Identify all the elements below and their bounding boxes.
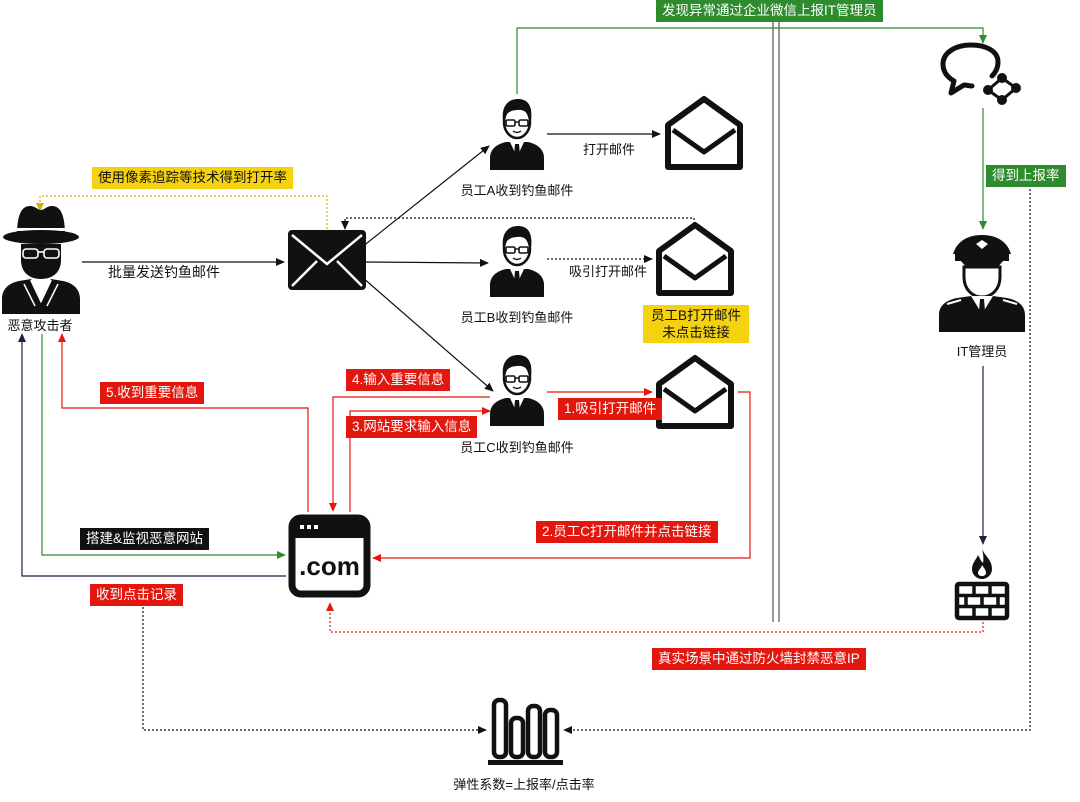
edge-firewall-block [325,602,984,633]
pixel-tracking-label: 使用像素追踪等技术得到打开率 [92,167,293,189]
employee-a-label: 员工A收到钓鱼邮件 [460,183,574,198]
build-site-label: 搭建&监视恶意网站 [80,528,210,550]
attacker-label: 恶意攻击者 [7,318,73,333]
envelope-open-c-icon [659,358,731,426]
lure-open-label: 吸引打开邮件 [569,264,648,279]
bulk-send-label: 批量发送钓鱼邮件 [108,264,220,280]
step5-label: 5.收到重要信息 [100,382,205,404]
click-record-label: 收到点击记录 [90,584,183,606]
edge-build-site [41,334,286,560]
firewall-block-label: 真实场景中通过防火墙封禁恶意IP [652,648,866,670]
edge-click-record [17,333,286,577]
step1-label: 1.吸引打开邮件 [558,398,663,420]
firewall-icon [954,548,1010,621]
step4-label: 4.输入重要信息 [346,369,451,391]
employee-b-status-line2: 未点击链接 [662,325,730,340]
edge-step4 [328,396,490,512]
employee-a-icon [488,97,546,172]
edge-step2 [372,391,751,563]
edge-report-wechat [516,27,988,94]
edge-step3 [349,406,491,512]
envelope-open-a-icon [668,99,740,167]
envelope-icon [288,230,366,290]
edge-click-rate-to-metric [142,607,487,735]
it-admin-label: IT管理员 [956,344,1008,359]
police-icon [939,235,1025,332]
employee-b-status-label: 员工B打开邮件 未点击链接 [643,305,750,343]
employee-b-label: 员工B收到钓鱼邮件 [460,310,574,325]
step3-label: 3.网站要求输入信息 [346,416,478,438]
metric-label: 弹性系数=上报率/点击率 [453,777,595,792]
bar-chart-icon [488,697,563,765]
employee-c-label: 员工C收到钓鱼邮件 [460,440,574,455]
report-rate-label: 得到上报率 [986,165,1066,187]
website-domain-text: .com [299,551,360,581]
employee-b-icon [488,224,546,299]
hacker-icon [2,206,80,314]
open-mail-label: 打开邮件 [583,142,636,157]
edge-open-tracking-return [340,217,695,230]
website-icon: .com [288,514,371,598]
edge-report-rate-to-metric [563,189,1031,735]
employee-c-icon [488,353,546,428]
edge-pixel-tracking [35,195,328,229]
edge-mail-to-employee-b [365,258,489,267]
employee-b-status-line1: 员工B打开邮件 [651,308,742,323]
section-divider-line [772,0,780,622]
envelope-open-b-icon [659,225,731,293]
report-wechat-label: 发现异常通过企业微信上报IT管理员 [656,0,883,22]
edge-mail-to-employee-a [361,145,490,248]
wechat-work-icon [940,42,1021,105]
edge-step5 [57,333,309,512]
step2-label: 2.员工C打开邮件并点击链接 [536,521,718,543]
edge-mail-to-employee-c [361,276,494,392]
